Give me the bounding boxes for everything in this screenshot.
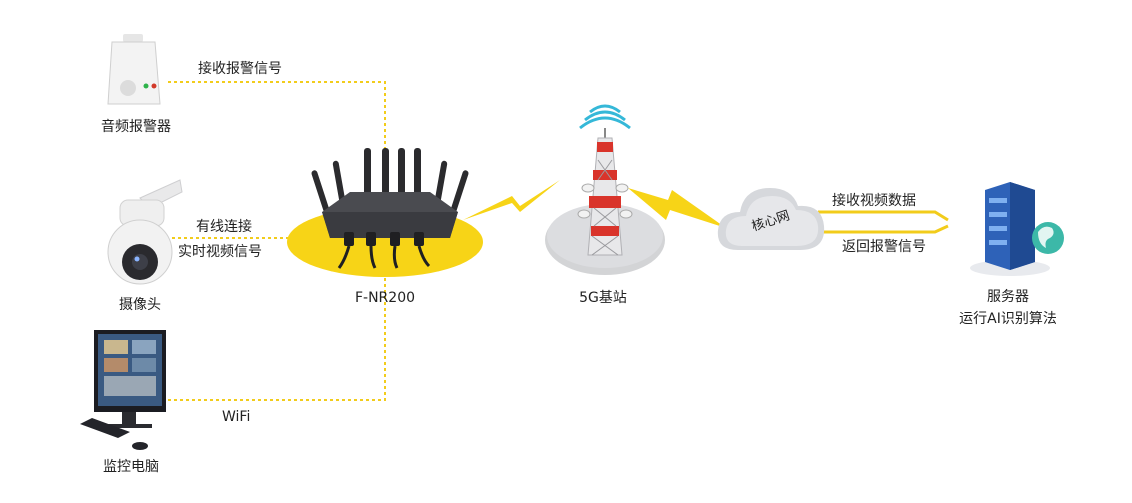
server-label: 服务器 xyxy=(987,289,1029,305)
monitor-to-router-line xyxy=(168,275,386,401)
base-station-label: 5G基站 xyxy=(579,290,627,306)
camera-label: 摄像头 xyxy=(119,297,161,313)
alarm-to-router-line xyxy=(168,81,386,215)
alarm-signal-label: 接收报警信号 xyxy=(198,61,282,77)
monitor-device xyxy=(80,330,166,450)
wifi-label: WiFi xyxy=(222,409,251,425)
return-arrow xyxy=(818,224,949,234)
lightning-bolt-right-icon xyxy=(628,188,726,228)
alarm-device xyxy=(107,34,161,105)
server-links xyxy=(818,210,949,234)
receive-arrow xyxy=(818,210,949,222)
alarm-device-label: 音频报警器 xyxy=(101,119,171,135)
router-label: F-NR200 xyxy=(354,290,416,306)
lightning-bolt-left-icon xyxy=(463,180,560,220)
base-station-tower xyxy=(577,104,633,256)
wired-connection-label: 有线连接 xyxy=(196,219,252,235)
return-alarm-label: 返回报警信号 xyxy=(842,239,926,255)
signal-waves-icon xyxy=(584,110,626,122)
camera-device xyxy=(107,179,183,285)
core-network-cloud xyxy=(717,188,825,250)
router-device xyxy=(311,148,469,269)
dashed-connections xyxy=(168,81,386,401)
monitor-label: 监控电脑 xyxy=(103,459,159,475)
receive-video-label: 接收视频数据 xyxy=(832,193,916,209)
server-icon xyxy=(970,182,1064,276)
video-signal-label: 实时视频信号 xyxy=(178,244,262,260)
server-function-label: 运行AI识别算法 xyxy=(959,311,1057,327)
